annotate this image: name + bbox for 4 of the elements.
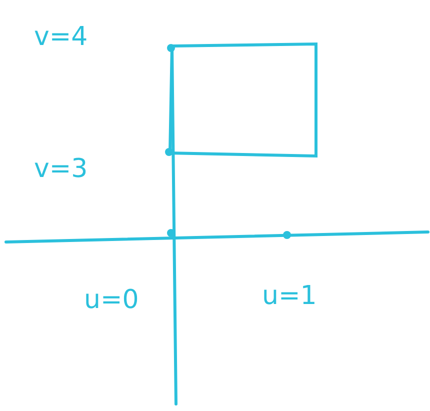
axis-value-label: u=0 [84,287,139,313]
axis-value-label: u=1 [262,283,317,309]
axis-value-label: v=4 [34,24,88,50]
axis-value-label: v=3 [34,156,88,182]
